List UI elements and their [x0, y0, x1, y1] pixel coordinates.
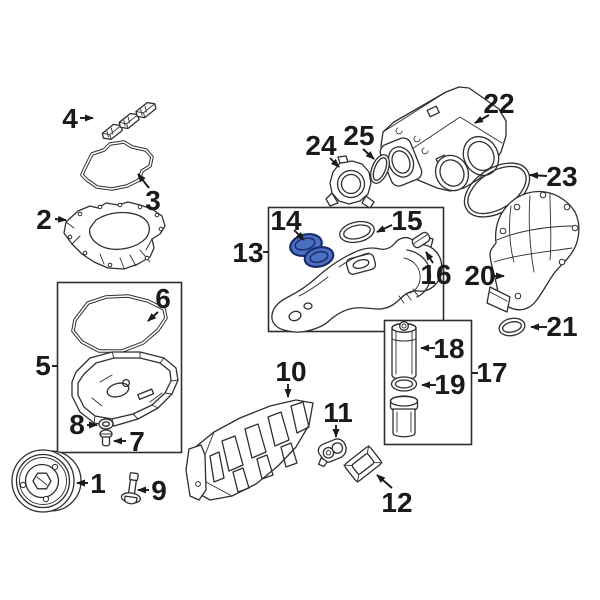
part-22-intake-plenum[interactable]	[378, 86, 507, 196]
callout-8-label[interactable]: 8	[69, 409, 85, 440]
callout-6-arrow	[147, 311, 159, 322]
callout-14[interactable]: 14	[270, 205, 305, 241]
callout-23-label[interactable]: 23	[546, 161, 577, 192]
part-21-manifold-seal[interactable]	[498, 316, 527, 338]
callout-5[interactable]: 5	[35, 350, 57, 381]
part-5-lower-oil-pan[interactable]	[71, 351, 179, 427]
callout-21-label[interactable]: 21	[546, 311, 577, 342]
part-1-crankshaft-pulley[interactable]	[11, 449, 82, 513]
callout-19[interactable]: 19	[421, 369, 466, 400]
callout-15[interactable]: 15	[376, 205, 423, 236]
callout-7[interactable]: 7	[113, 426, 145, 457]
callout-10[interactable]: 10	[275, 356, 307, 398]
part-2-upper-oil-pan[interactable]	[63, 201, 166, 270]
callout-17[interactable]: 17	[472, 357, 508, 388]
part-12-bracket[interactable]	[343, 445, 383, 483]
part-16-cap[interactable]	[411, 231, 432, 249]
callout-9[interactable]: 9	[137, 475, 167, 506]
callout-23[interactable]: 23	[529, 161, 578, 192]
part-19-filter-o-ring[interactable]	[390, 376, 418, 392]
callout-6[interactable]: 6	[147, 283, 171, 322]
callout-20-label[interactable]: 20	[464, 260, 495, 291]
callout-6-label[interactable]: 6	[155, 283, 171, 314]
callout-23-arrow	[529, 171, 548, 179]
callout-2-arrow	[54, 215, 67, 223]
callout-3-arrow	[137, 173, 150, 189]
callout-15-arrow	[376, 224, 393, 233]
part-4-baffle-set[interactable]	[98, 101, 161, 141]
callout-14-label[interactable]: 14	[270, 205, 302, 236]
callout-1-label[interactable]: 1	[90, 468, 106, 499]
part-25-throttle-o-ring[interactable]	[367, 152, 393, 186]
callout-25[interactable]: 25	[343, 120, 375, 160]
callout-16[interactable]: 16	[420, 251, 452, 290]
callout-12-label[interactable]: 12	[381, 487, 412, 518]
part-17-filter-housing[interactable]	[389, 395, 419, 438]
callout-4[interactable]: 4	[62, 103, 94, 134]
callout-18[interactable]: 18	[420, 333, 465, 364]
callout-11[interactable]: 11	[323, 397, 353, 438]
group-box-13	[267, 206, 445, 333]
callout-16-arrow	[425, 251, 434, 264]
callout-24-arrow	[329, 157, 340, 168]
callout-19-label[interactable]: 19	[434, 369, 465, 400]
callout-18-label[interactable]: 18	[433, 333, 464, 364]
callout-2[interactable]: 2	[36, 204, 67, 235]
callout-3[interactable]: 3	[137, 173, 161, 216]
callout-25-arrow	[362, 148, 375, 160]
callout-22-label[interactable]: 22	[483, 88, 514, 119]
callout-16-label[interactable]: 16	[420, 259, 451, 290]
callout-2-label[interactable]: 2	[36, 204, 52, 235]
callouts: 1 2 3 4 5 6 7 8	[35, 88, 577, 518]
callout-12-arrow	[376, 474, 393, 489]
callout-1[interactable]: 1	[76, 468, 106, 499]
callout-20[interactable]: 20	[464, 260, 505, 291]
callout-13[interactable]: 13	[232, 237, 268, 268]
callout-9-label[interactable]: 9	[151, 475, 167, 506]
callout-7-label[interactable]: 7	[129, 426, 145, 457]
callout-3-label[interactable]: 3	[145, 185, 161, 216]
callout-24-label[interactable]: 24	[305, 130, 337, 161]
part-8-drain-plug-seal[interactable]	[98, 418, 114, 430]
callout-10-label[interactable]: 10	[275, 356, 306, 387]
part-20-intake-manifold[interactable]	[486, 190, 580, 313]
callout-5-label[interactable]: 5	[35, 350, 51, 381]
callout-14-arrow	[293, 229, 305, 241]
callout-17-label[interactable]: 17	[476, 357, 507, 388]
callout-22-arrow	[474, 114, 490, 124]
group-box-5	[56, 281, 183, 454]
part-3-upper-gasket[interactable]	[80, 140, 154, 191]
callout-13-label[interactable]: 13	[232, 237, 263, 268]
part-11-clamp[interactable]	[312, 437, 350, 468]
callout-22[interactable]: 22	[474, 88, 515, 124]
part-18-oil-filter[interactable]	[391, 321, 417, 381]
part-10-heat-shield[interactable]	[185, 399, 314, 501]
callout-25-label[interactable]: 25	[343, 120, 374, 151]
callout-21[interactable]: 21	[530, 311, 578, 342]
part-13-intake-duct[interactable]	[271, 236, 443, 333]
callout-8[interactable]: 8	[69, 409, 98, 440]
part-7-drain-plug[interactable]	[99, 429, 113, 447]
callout-24[interactable]: 24	[305, 130, 340, 168]
callout-12[interactable]: 12	[376, 474, 413, 518]
callout-11-label[interactable]: 11	[323, 397, 353, 428]
callout-4-label[interactable]: 4	[62, 103, 78, 134]
part-15-seal-ring[interactable]	[338, 219, 376, 246]
callout-15-label[interactable]: 15	[391, 205, 422, 236]
part-6-lower-gasket[interactable]	[71, 294, 168, 353]
part-9-pulley-bolt[interactable]	[120, 472, 144, 505]
